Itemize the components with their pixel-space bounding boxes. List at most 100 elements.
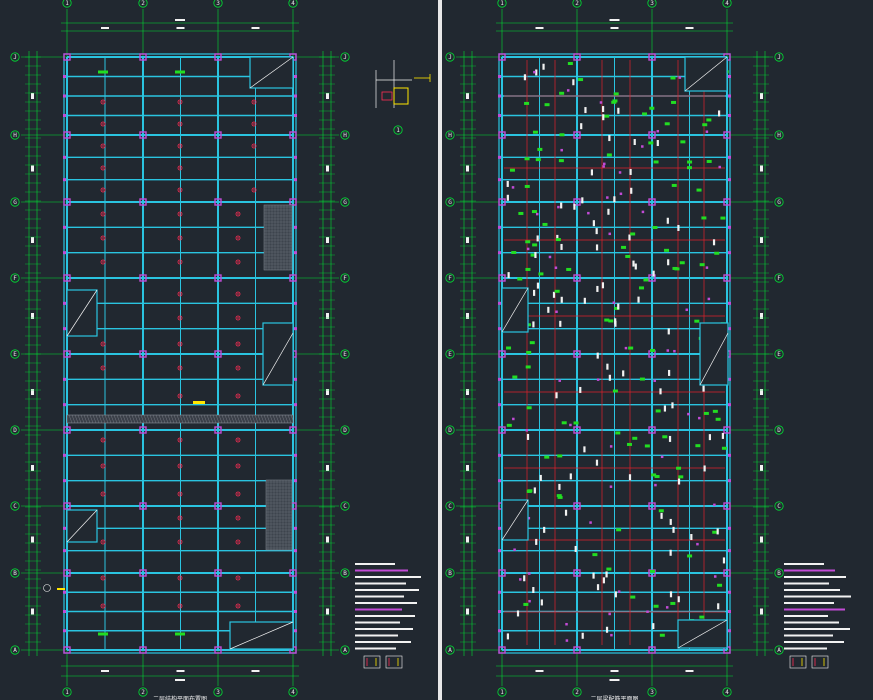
column-marker [565,622,568,626]
edge-column-marker [498,301,501,305]
general-note-line [784,595,851,598]
point-load-marker [177,341,183,347]
column [573,569,581,577]
edge-column-marker [498,178,501,182]
column [139,646,147,654]
expansion-band-hatch [98,414,103,424]
column-marker [609,445,613,448]
column-marker [589,521,592,524]
rebar-tag [642,112,648,116]
point-load-dot [102,213,104,215]
edge-column-marker [294,403,297,407]
column-marker [617,590,621,593]
expansion-band-hatch [227,414,232,424]
dimension-text [31,165,34,172]
rebar-annotation [666,217,669,224]
point-load-marker [177,259,183,265]
rebar-tag [671,100,677,104]
column [648,646,656,654]
column [498,274,506,282]
axis-bubble-top-2-circle [572,0,582,8]
point-load-marker [177,491,183,497]
expansion-band-hatch [287,414,292,424]
column [289,569,297,577]
column-marker [707,297,711,301]
point-load-dot [102,167,104,169]
axis-bubble-right-E-circle [774,349,784,359]
axis-bubble-top-2-label: 2 [575,0,579,7]
general-note-line [355,608,402,611]
point-load-marker [235,259,241,265]
rebar-annotation [579,386,582,393]
sheet-divider [438,0,442,700]
rebar-tag [664,122,670,126]
point-load-dot [102,189,104,191]
expansion-band-hatch [284,414,289,424]
rebar-annotation [558,483,561,490]
edge-column-marker [498,75,501,78]
edge-column-marker [728,629,731,633]
dimension-text [31,389,34,395]
expansion-band-hatch [188,414,193,424]
dimension-text [760,165,763,172]
point-load-marker [100,235,106,241]
rebar-tag [555,238,561,242]
axis-bubble-left-E-label: E [13,351,17,358]
dimension-text [535,670,544,672]
rebar-tag [608,319,614,323]
column [139,53,147,61]
rebar-tag [526,406,532,410]
edge-column-marker [63,629,66,633]
column [498,53,506,61]
expansion-band-hatch [206,414,211,424]
expansion-band-hatch [257,414,262,424]
column [498,350,506,358]
axis-bubble-left-B-circle [445,568,455,578]
general-note-line [355,647,396,650]
expansion-band-hatch [215,414,220,424]
point-load-marker [235,291,241,297]
point-load-dot [237,293,239,295]
general-note-line [784,608,845,611]
column [573,274,581,282]
axis-bubble-bottom-2-label: 2 [575,689,579,696]
point-load-marker [251,187,257,193]
column [63,53,71,61]
point-load-dot [179,395,181,397]
rebar-tag [524,101,530,105]
expansion-band-hatch [134,414,139,424]
column-marker [718,165,721,169]
dimension-text [31,93,34,99]
axis-bubble-right-A-circle [774,645,784,655]
rebar-annotation [628,474,632,481]
edge-column-marker [294,629,297,633]
rebar-annotation [573,203,576,210]
axis-bubble-right-B-circle [774,568,784,578]
column [648,274,656,282]
column-marker [608,612,611,616]
edge-column-marker [294,94,297,98]
rebar-annotation [523,575,526,582]
column [63,350,71,358]
column [214,426,222,434]
rebar-tag [525,365,531,369]
point-load-marker [100,211,106,217]
column-marker [713,503,716,507]
rebar-tag [537,147,543,151]
axis-bubble-right-F-circle [774,273,784,283]
column [498,198,506,206]
rebar-annotation [506,633,510,640]
axis-bubble-right-J-circle [340,52,350,62]
dimension-text [251,670,260,672]
rebar-tag [686,166,692,170]
column [214,198,222,206]
rebar-annotation [660,512,663,519]
edge-column-marker [498,155,501,159]
axis-bubble-top-2-circle [138,0,148,8]
edge-column-marker [63,75,66,78]
point-load-dot [237,261,239,263]
rebar-tag [706,159,712,163]
edge-column-marker [498,590,501,594]
column [723,274,731,282]
axis-bubble-top-4-circle [722,0,732,8]
